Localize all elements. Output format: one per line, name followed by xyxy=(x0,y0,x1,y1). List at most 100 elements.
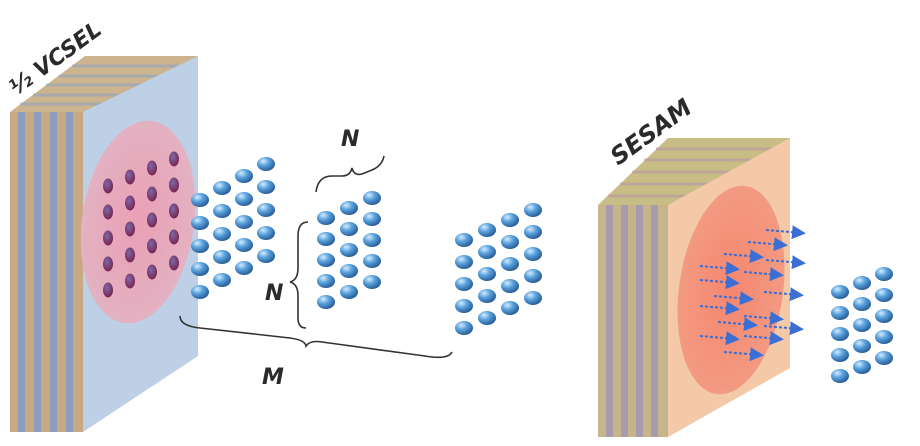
pulse-dot-icon xyxy=(478,223,496,237)
pulse-dot-icon xyxy=(363,254,381,268)
pulse-dot-icon xyxy=(831,306,849,320)
pulse-dot-icon xyxy=(501,235,519,249)
pulse-array-1 xyxy=(191,157,275,299)
pulse-dot-icon xyxy=(455,299,473,313)
pulse-dot-icon xyxy=(317,295,335,309)
pulse-dot-icon xyxy=(831,327,849,341)
pulse-dot-icon xyxy=(317,211,335,225)
sesam-layer-stripes xyxy=(598,205,668,437)
arrow-icon xyxy=(713,291,754,306)
emitter-icon xyxy=(103,282,113,298)
pulse-dot-icon xyxy=(235,169,253,183)
pulse-dot-icon xyxy=(257,157,275,171)
pulse-dot-icon xyxy=(831,285,849,299)
emitter-icon xyxy=(169,177,179,193)
emitter-array xyxy=(103,151,179,298)
arrow-icon xyxy=(765,225,806,240)
pulse-dot-icon xyxy=(235,215,253,229)
arrow-icon xyxy=(723,347,764,362)
emitter-icon xyxy=(103,178,113,194)
pulse-dot-icon xyxy=(213,227,231,241)
emitter-icon xyxy=(103,256,113,272)
pulse-dot-icon xyxy=(478,267,496,281)
emitter-icon xyxy=(147,160,157,176)
arrow-icon xyxy=(699,331,740,346)
emitter-icon xyxy=(125,247,135,263)
pulse-dot-icon xyxy=(191,193,209,207)
pulse-dot-icon xyxy=(524,203,542,217)
arrow-icon xyxy=(699,301,740,316)
pulse-dot-icon xyxy=(363,191,381,205)
arrow-icon xyxy=(763,321,804,336)
pulse-dot-icon xyxy=(235,192,253,206)
pulse-dot-icon xyxy=(501,257,519,271)
arrow-icon xyxy=(717,317,758,332)
pulse-array-2 xyxy=(317,191,381,309)
pulse-dot-icon xyxy=(853,276,871,290)
brace-m-icon xyxy=(179,315,453,359)
pulse-dot-icon xyxy=(853,297,871,311)
pulse-dot-icon xyxy=(524,269,542,283)
emitter-icon xyxy=(103,204,113,220)
pulse-dot-icon xyxy=(257,203,275,217)
emitter-icon xyxy=(125,195,135,211)
pulse-dot-icon xyxy=(831,369,849,383)
pulse-dot-icon xyxy=(524,247,542,261)
emitter-icon xyxy=(125,169,135,185)
pulse-dot-icon xyxy=(257,249,275,263)
pulse-array-3 xyxy=(455,203,542,335)
emitter-icon xyxy=(169,151,179,167)
emitter-icon xyxy=(147,212,157,228)
arrow-icon xyxy=(743,311,784,326)
pulse-dot-icon xyxy=(455,233,473,247)
emitter-icon xyxy=(147,186,157,202)
pulse-dot-icon xyxy=(524,291,542,305)
pulse-dot-icon xyxy=(501,213,519,227)
pulse-dot-icon xyxy=(831,348,849,362)
pulse-dot-icon xyxy=(363,275,381,289)
pulse-dot-icon xyxy=(455,277,473,291)
pulse-dot-icon xyxy=(455,255,473,269)
emitter-icon xyxy=(169,203,179,219)
arrow-icon xyxy=(747,237,788,252)
pulse-dot-icon xyxy=(317,232,335,246)
arrow-icon xyxy=(699,261,740,276)
arrow-icon xyxy=(723,249,764,264)
n-side-label: N xyxy=(265,281,283,306)
pulse-dot-icon xyxy=(191,239,209,253)
emitter-icon xyxy=(147,264,157,280)
pulse-dot-icon xyxy=(853,339,871,353)
n-top-label: N xyxy=(341,127,359,152)
pulse-dot-icon xyxy=(363,212,381,226)
pulse-array-4 xyxy=(831,267,893,383)
arrow-icon xyxy=(699,275,740,290)
pulse-dot-icon xyxy=(875,309,893,323)
vcsel-layer-stripes xyxy=(10,112,83,432)
pulse-dot-icon xyxy=(213,204,231,218)
pulse-dot-icon xyxy=(478,245,496,259)
brace-n-top-icon xyxy=(315,155,385,193)
arrow-icon xyxy=(743,267,784,282)
pulse-dot-icon xyxy=(501,279,519,293)
pulse-dot-icon xyxy=(875,267,893,281)
pulse-dot-icon xyxy=(455,321,473,335)
pulse-dot-icon xyxy=(340,222,358,236)
pulse-dot-icon xyxy=(257,180,275,194)
emitter-icon xyxy=(103,230,113,246)
pulse-dot-icon xyxy=(524,225,542,239)
arrow-icon xyxy=(763,287,804,302)
pulse-dot-icon xyxy=(235,261,253,275)
brace-n-side-icon xyxy=(289,221,309,329)
pulse-dot-icon xyxy=(213,181,231,195)
pulse-dot-icon xyxy=(875,330,893,344)
m-label: M xyxy=(262,365,284,390)
pulse-dot-icon xyxy=(317,274,335,288)
pulse-dot-icon xyxy=(340,201,358,215)
pulse-dot-icon xyxy=(875,351,893,365)
arrow-icon xyxy=(743,331,784,346)
pulse-dot-icon xyxy=(340,264,358,278)
pulse-dot-icon xyxy=(213,273,231,287)
emitter-icon xyxy=(147,238,157,254)
emitter-icon xyxy=(125,221,135,237)
